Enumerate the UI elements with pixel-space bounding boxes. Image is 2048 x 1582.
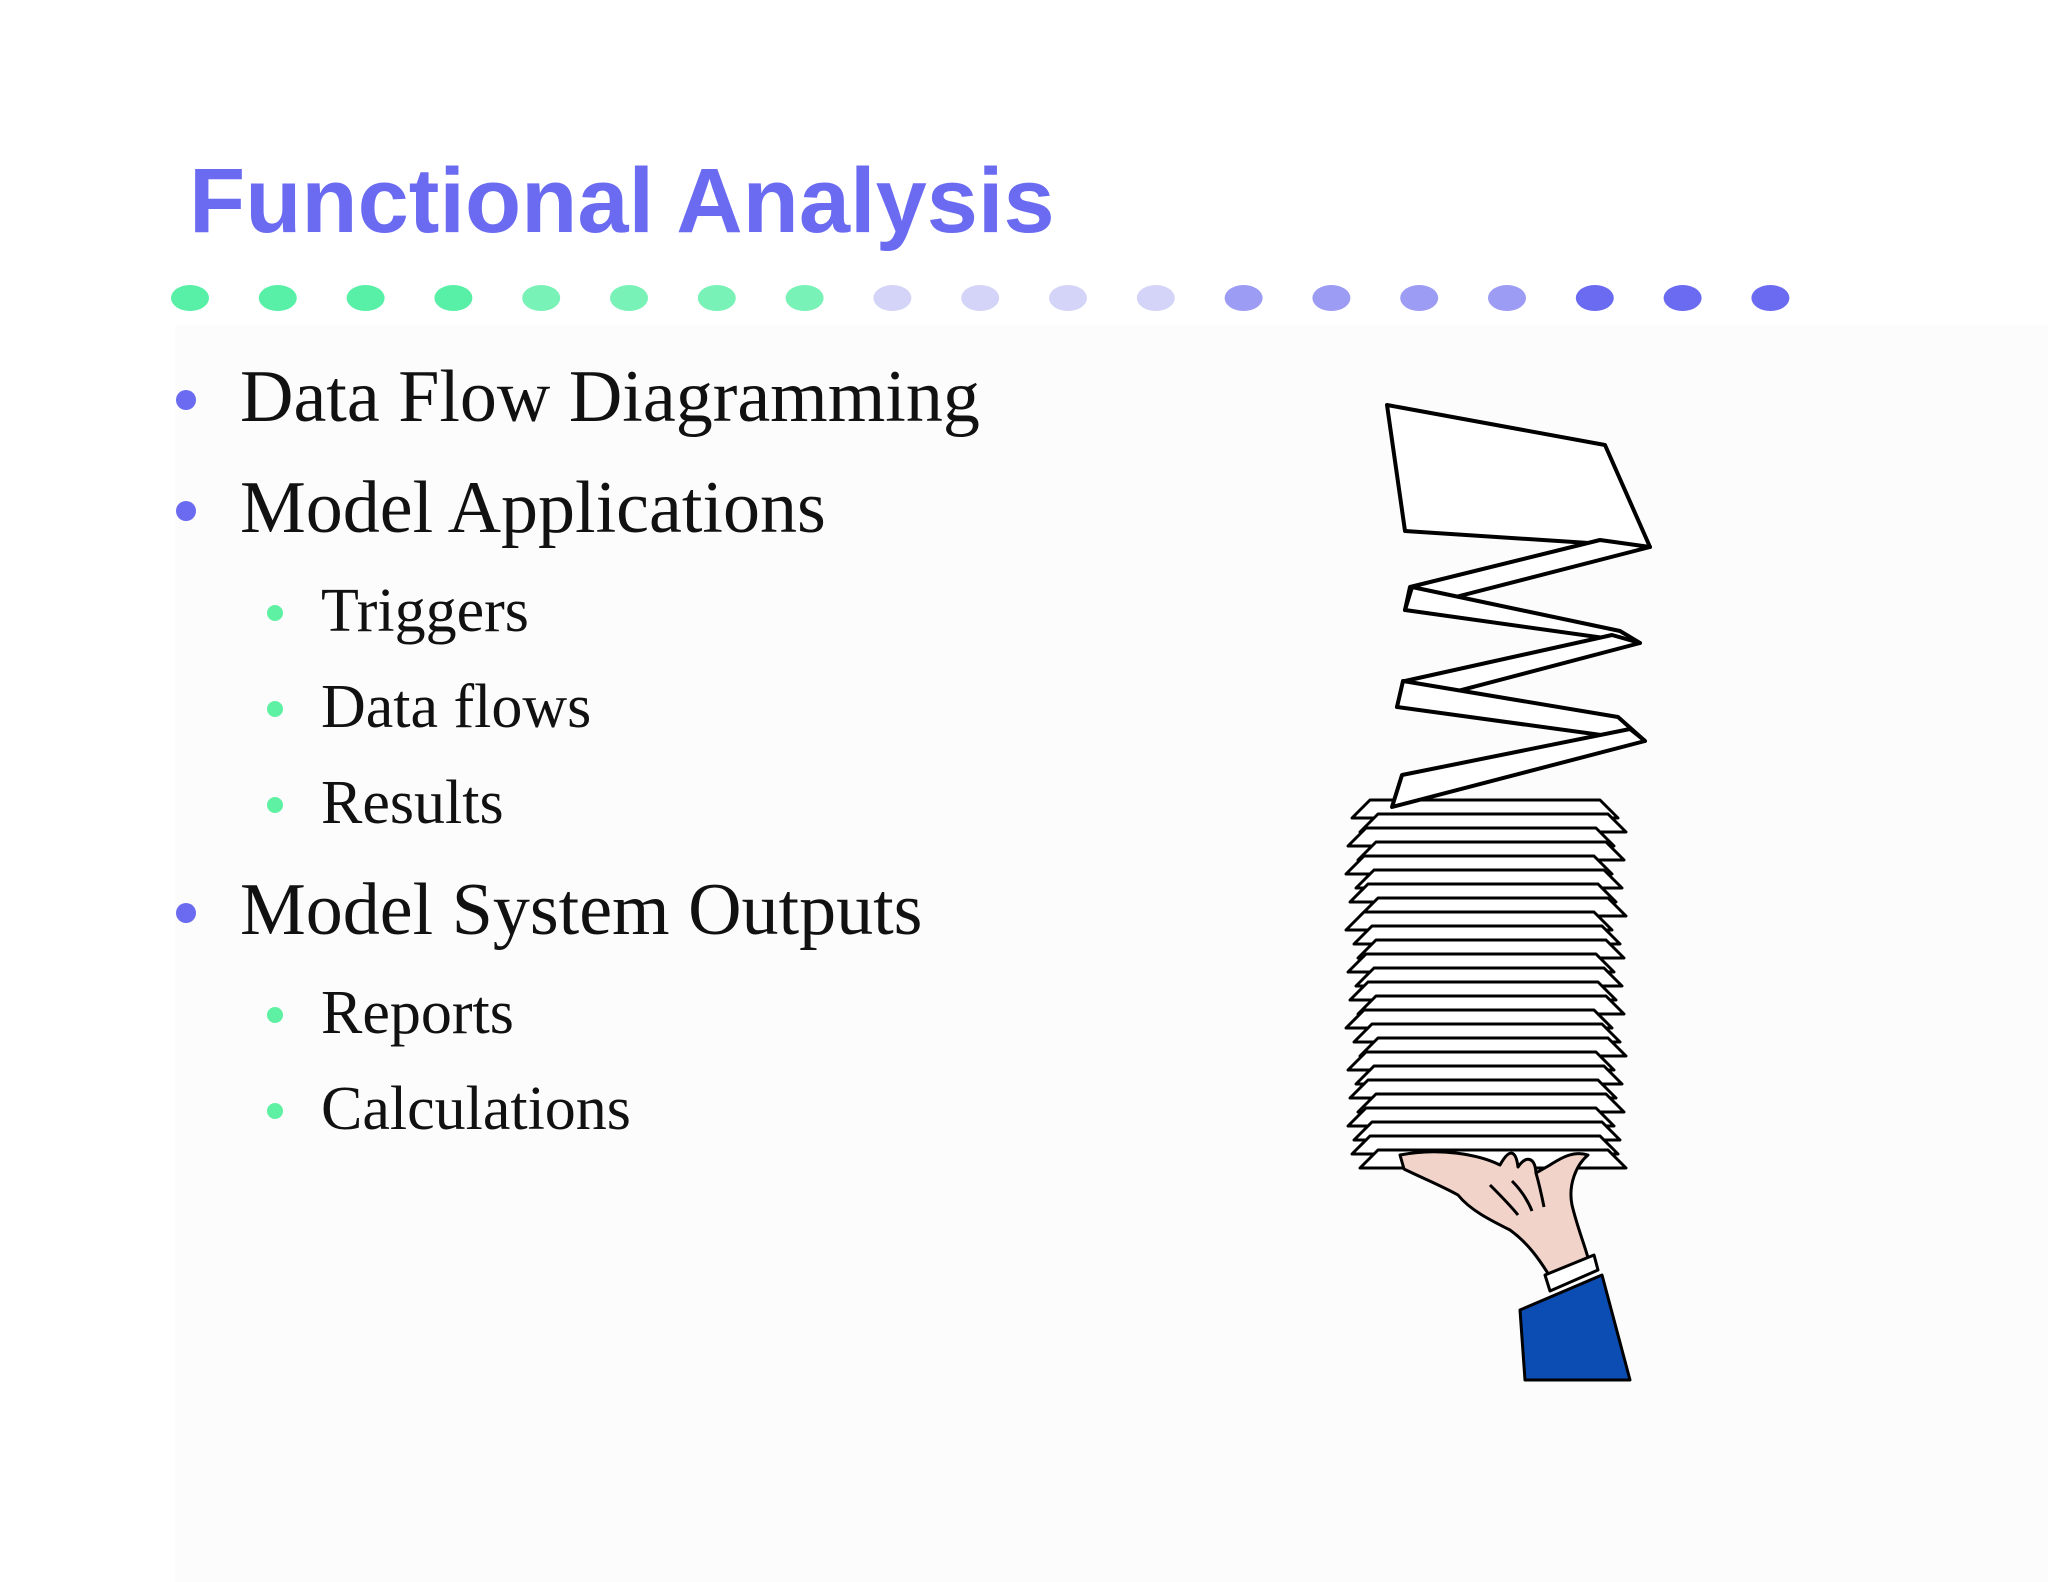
bullet-item: Data Flow Diagramming bbox=[176, 352, 980, 442]
bullet-text: Data Flow Diagramming bbox=[240, 356, 980, 438]
divider-dot bbox=[522, 285, 561, 311]
divider-dot bbox=[171, 285, 209, 311]
sub-bullet-text: Data flows bbox=[321, 673, 592, 741]
sub-bullet-item: Triggers bbox=[267, 573, 529, 649]
bullet-icon bbox=[176, 390, 196, 410]
divider-dot bbox=[1312, 285, 1351, 311]
sub-bullet-item: Calculations bbox=[267, 1071, 631, 1147]
divider-dot bbox=[1575, 285, 1614, 311]
bullet-item: Model Applications bbox=[176, 463, 826, 553]
divider-dot bbox=[1663, 285, 1702, 311]
slide-title: Functional Analysis bbox=[189, 150, 1055, 252]
bullet-icon bbox=[176, 903, 196, 923]
bullet-icon bbox=[176, 501, 196, 521]
divider-dot bbox=[1224, 285, 1263, 311]
sub-bullet-item: Data flows bbox=[267, 669, 592, 745]
divider-dot bbox=[1751, 285, 1790, 311]
divider-dot bbox=[785, 285, 824, 311]
bullet-text: Model System Outputs bbox=[240, 869, 923, 951]
divider-dot bbox=[697, 285, 736, 311]
dotted-divider bbox=[171, 285, 1790, 311]
divider-dot bbox=[258, 285, 297, 311]
bullet-text: Model Applications bbox=[240, 467, 826, 549]
sub-bullet-icon bbox=[267, 1007, 283, 1023]
hand bbox=[1398, 1150, 1592, 1282]
sub-bullet-icon bbox=[267, 605, 283, 621]
divider-dot bbox=[346, 285, 385, 311]
divider-dot bbox=[1488, 285, 1526, 311]
sub-bullet-text: Reports bbox=[321, 979, 514, 1047]
fanned-sheets bbox=[1385, 403, 1652, 809]
divider-dot bbox=[610, 285, 648, 311]
slide-background bbox=[175, 325, 2048, 1582]
divider-dot bbox=[1049, 285, 1087, 311]
paper-stack bbox=[1344, 798, 1628, 1170]
divider-dot bbox=[873, 285, 912, 311]
sub-bullet-text: Calculations bbox=[321, 1075, 631, 1143]
sub-bullet-text: Triggers bbox=[321, 577, 529, 645]
shirt-cuff-and-sleeve bbox=[1518, 1253, 1632, 1382]
sub-bullet-text: Results bbox=[321, 769, 504, 837]
divider-dot bbox=[961, 285, 1000, 311]
hand-holding-paper-stack-icon bbox=[1344, 403, 1652, 1382]
divider-dot bbox=[434, 285, 473, 311]
sub-bullet-item: Results bbox=[267, 765, 504, 841]
bullet-item: Model System Outputs bbox=[176, 865, 923, 955]
divider-dot bbox=[1136, 285, 1175, 311]
divider-dot bbox=[1400, 285, 1439, 311]
sub-bullet-icon bbox=[267, 1103, 283, 1119]
sub-bullet-item: Reports bbox=[267, 975, 514, 1051]
sub-bullet-icon bbox=[267, 797, 283, 813]
sub-bullet-icon bbox=[267, 701, 283, 717]
